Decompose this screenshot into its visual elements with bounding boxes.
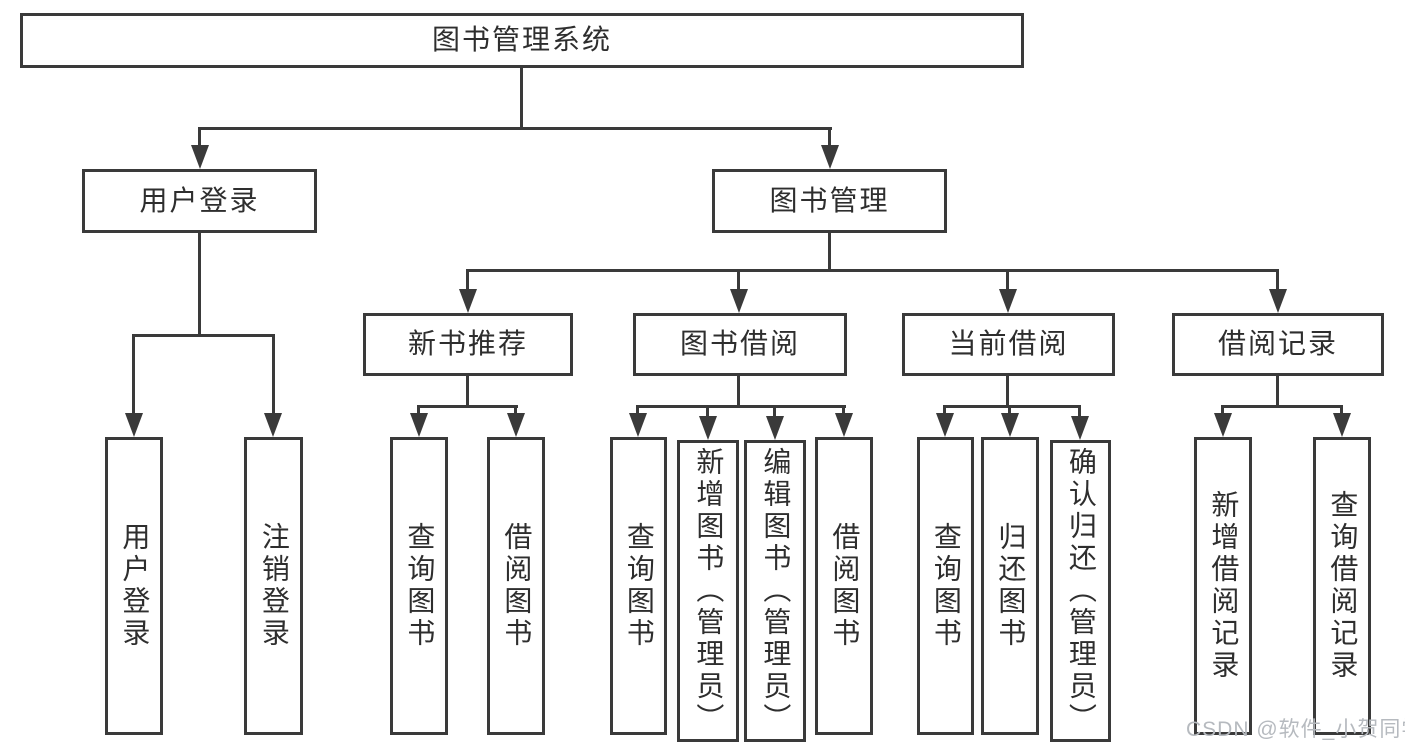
connector-line [417,405,518,408]
arrow-down-icon [410,413,428,437]
connector-line [272,334,275,416]
leaf-newrec-query-books: 查询图书 [390,437,448,735]
leaf-logout: 注销登录 [244,437,303,735]
leaf-borrowing-borrow-books: 借阅图书 [815,437,873,735]
arrow-down-icon [125,413,143,437]
connector-line [828,233,831,272]
connector-line [1008,405,1011,417]
arrow-down-icon [459,289,477,313]
watermark: CSDN @软件_小贺同学 [1186,718,1405,741]
arrow-down-icon [191,145,209,169]
connector-line [1078,405,1081,419]
connector-line [198,127,832,130]
arrow-down-icon [699,416,717,440]
connector-line [842,405,845,417]
leaf-borrowing-add-books-admin: 新增图书（管理员） [677,440,739,742]
connector-line [132,334,135,416]
leaf-records-query-borrow-record: 查询借阅记录 [1313,437,1371,735]
node-current-borrowing: 当前借阅 [902,313,1115,376]
leaf-current-query-books: 查询图书 [917,437,974,735]
arrow-down-icon [821,145,839,169]
connector-line [466,269,469,293]
connector-line [737,269,740,293]
node-library-management-system: 图书管理系统 [20,13,1024,68]
arrow-down-icon [936,413,954,437]
connector-line [466,376,469,406]
arrow-down-icon [1333,413,1351,437]
connector-line [773,405,776,419]
node-book-management: 图书管理 [712,169,947,233]
arrow-down-icon [1001,413,1019,437]
leaf-borrowing-query-books: 查询图书 [610,437,667,735]
connector-line [1340,405,1343,417]
arrow-down-icon [835,413,853,437]
connector-line [198,233,201,336]
arrow-down-icon [629,413,647,437]
connector-line [706,405,709,419]
leaf-newrec-borrow-books: 借阅图书 [487,437,545,735]
arrow-down-icon [730,289,748,313]
connector-line [1006,269,1009,293]
connector-line [466,269,1279,272]
arrow-down-icon [1269,289,1287,313]
connector-line [943,405,1081,408]
connector-line [1006,376,1009,406]
arrow-down-icon [999,289,1017,313]
arrow-down-icon [1214,413,1232,437]
leaf-current-confirm-return-admin: 确认归还（管理员） [1050,440,1111,742]
connector-line [514,405,517,417]
connector-line [520,68,523,129]
node-book-borrowing: 图书借阅 [633,313,847,376]
arrow-down-icon [507,413,525,437]
connector-line [417,405,420,417]
connector-line [828,127,831,151]
connector-line [132,334,275,337]
arrow-down-icon [1071,416,1089,440]
leaf-records-add-borrow-record: 新增借阅记录 [1194,437,1252,735]
connector-line [737,376,740,406]
node-borrowing-records: 借阅记录 [1172,313,1384,376]
connector-line [943,405,946,417]
connector-line [636,405,846,408]
node-new-book-recommendation: 新书推荐 [363,313,573,376]
leaf-user-login: 用户登录 [105,437,163,735]
connector-line [1276,376,1279,406]
connector-line [636,405,639,417]
leaf-current-return-books: 归还图书 [981,437,1039,735]
node-user-login: 用户登录 [82,169,317,233]
arrow-down-icon [766,416,784,440]
connector-line [198,127,201,151]
arrow-down-icon [264,413,282,437]
connector-line [1276,269,1279,293]
connector-line [1221,405,1224,417]
connector-line [1221,405,1343,408]
leaf-borrowing-edit-books-admin: 编辑图书（管理员） [744,440,806,742]
